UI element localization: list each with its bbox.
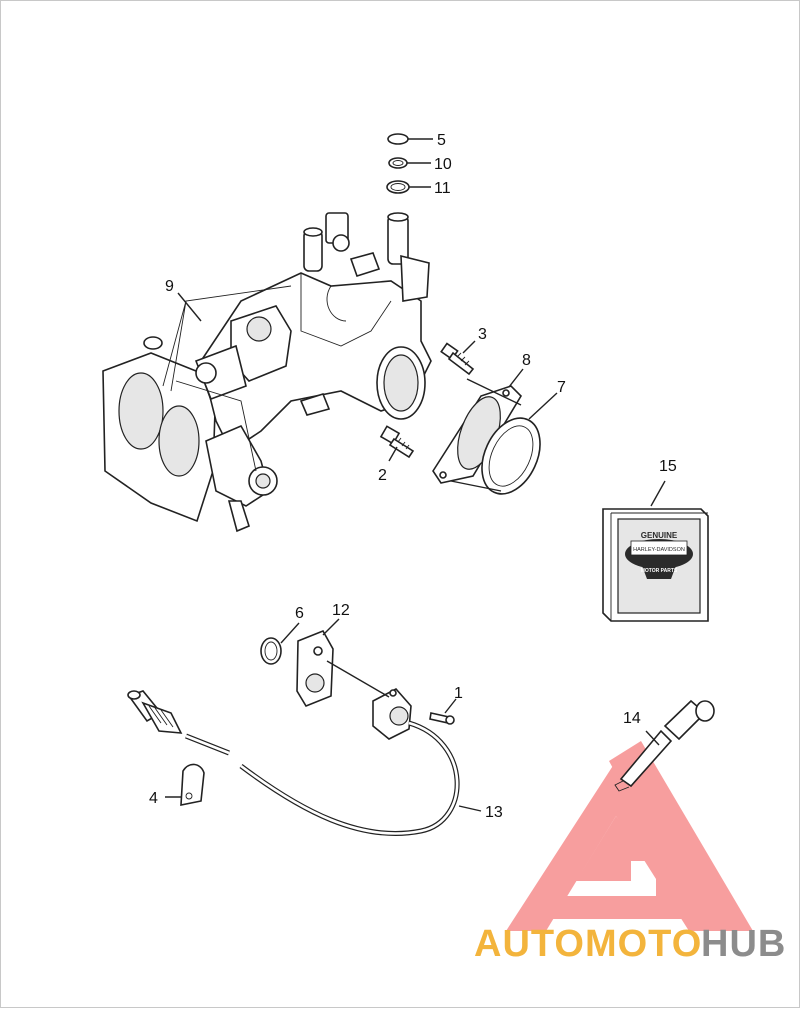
- part-5-clip: [387, 133, 409, 145]
- badge-bottom-text: MOTOR PARTS: [641, 568, 678, 574]
- callout-2: 2: [378, 467, 387, 484]
- throttle-body: [102, 212, 432, 533]
- part-12-gasket: [296, 629, 334, 707]
- badge-middle-text: HARLEY-DAVIDSON: [633, 547, 685, 553]
- part-9-bracket: [162, 285, 292, 472]
- part-7-seal-ring: [481, 417, 541, 495]
- sensor-housing: [372, 688, 412, 740]
- watermark-logo: [506, 741, 753, 931]
- badge-top-text: GENUINE: [641, 531, 678, 540]
- callout-10: 10: [434, 156, 452, 173]
- watermark-automoto: AUTOMOTO: [474, 923, 702, 965]
- part-13-cable: [127, 690, 460, 837]
- part-4-clip: [180, 763, 205, 806]
- callout-labels: 5 10 11 9 3 8 7 2 15 6 12 1 14 4 13: [149, 132, 677, 821]
- callout-1: 1: [454, 685, 463, 702]
- callout-5: 5: [437, 132, 446, 149]
- genuine-badge: GENUINE HARLEY-DAVIDSON MOTOR PARTS: [633, 531, 685, 574]
- callout-3: 3: [478, 326, 487, 343]
- part-2-screw: [379, 425, 415, 459]
- part-10-o-ring: [388, 157, 408, 169]
- part-3-screw: [440, 342, 475, 376]
- callout-6: 6: [295, 605, 304, 622]
- part-15-genuine-package: [602, 508, 709, 622]
- callout-7: 7: [557, 379, 566, 396]
- callout-15: 15: [659, 458, 677, 475]
- callout-12: 12: [332, 602, 350, 619]
- callout-4: 4: [149, 790, 158, 807]
- callout-14: 14: [623, 710, 641, 727]
- watermark-hub: HUB: [701, 923, 786, 965]
- watermark-text: AUTOMOTO HUB: [474, 923, 786, 965]
- callout-9: 9: [165, 278, 174, 295]
- leader-lines: [165, 138, 666, 812]
- part-11-o-ring: [386, 180, 410, 194]
- callout-8: 8: [522, 352, 531, 369]
- callout-11: 11: [434, 180, 451, 197]
- part-6-o-ring: [260, 637, 282, 665]
- part-1-screw: [429, 712, 455, 725]
- callout-13: 13: [485, 804, 503, 821]
